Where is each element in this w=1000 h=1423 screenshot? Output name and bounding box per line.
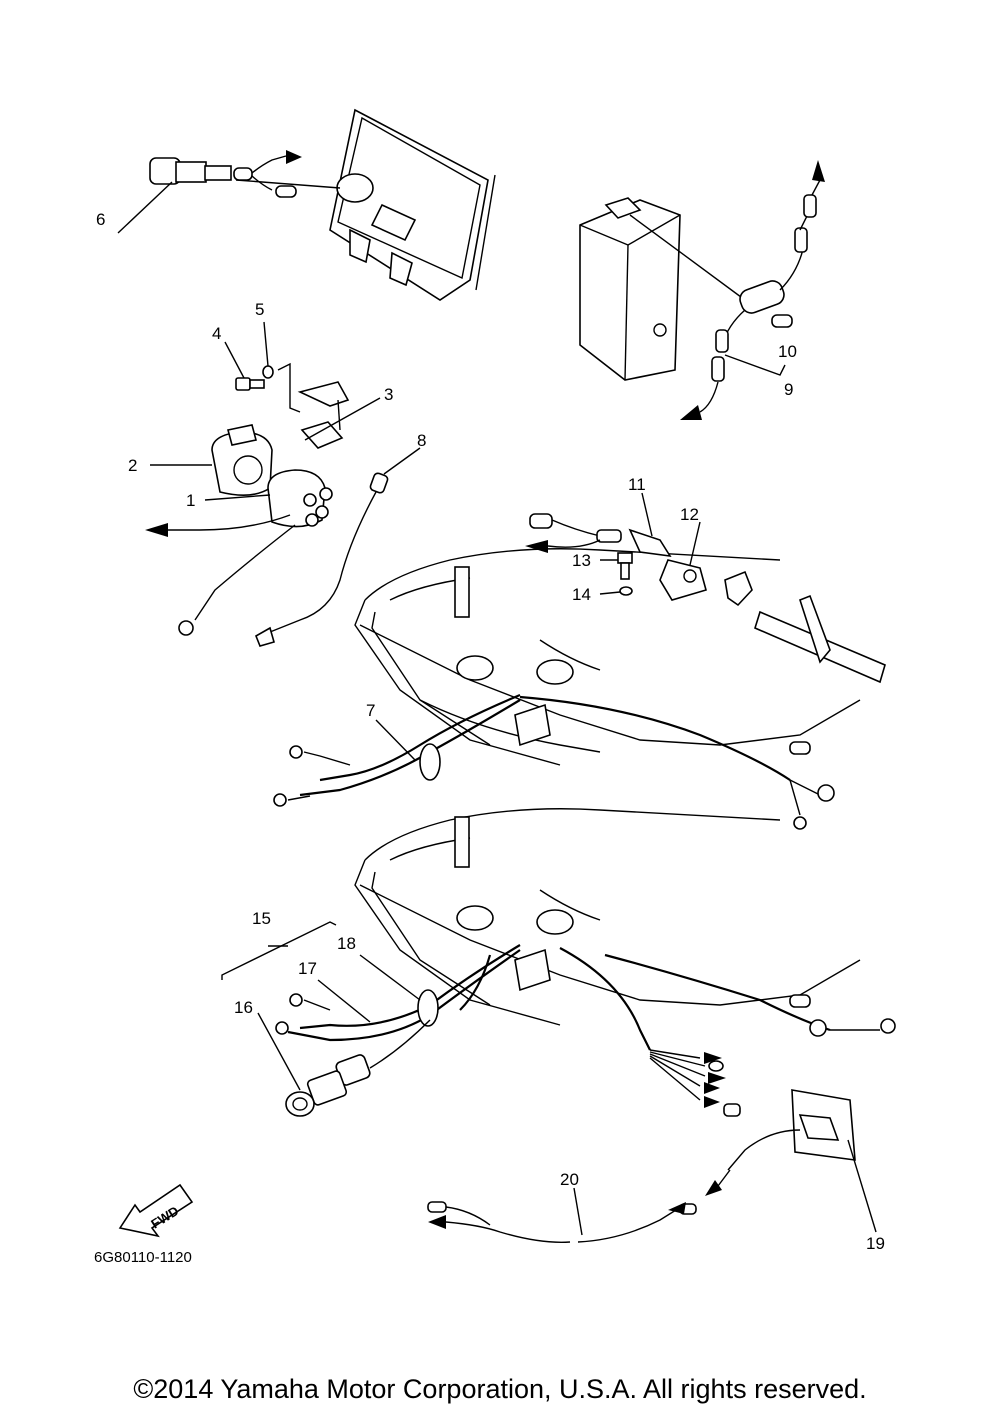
harness-right-branch bbox=[559, 947, 896, 1117]
callout-14: 14 bbox=[572, 585, 591, 604]
shift-linkage bbox=[724, 570, 886, 684]
bracket-part-12 bbox=[659, 559, 707, 601]
leader-line-14 bbox=[599, 591, 621, 595]
leader-line-19 bbox=[847, 1139, 877, 1233]
leader-line-9 bbox=[724, 354, 786, 376]
harness-part-17 bbox=[275, 944, 521, 1042]
leader-line-7 bbox=[375, 719, 416, 761]
wire-lead-part-8 bbox=[254, 472, 389, 647]
callout-15: 15 bbox=[252, 909, 271, 928]
leader-line-17 bbox=[317, 979, 371, 1023]
callout-12: 12 bbox=[680, 505, 699, 524]
callout-5: 5 bbox=[255, 300, 264, 319]
callout-3: 3 bbox=[384, 385, 393, 404]
leader-line-1 bbox=[204, 494, 271, 501]
callout-7: 7 bbox=[366, 701, 375, 720]
leader-line-5 bbox=[263, 321, 269, 367]
switch-part-16 bbox=[285, 1019, 431, 1117]
callout-4: 4 bbox=[212, 324, 221, 343]
leader-line-12 bbox=[689, 521, 701, 566]
screw-part-13 bbox=[617, 552, 633, 580]
control-unit-box bbox=[579, 197, 681, 381]
leader-line-15 bbox=[221, 921, 337, 980]
callout-20: 20 bbox=[560, 1170, 579, 1189]
switch-panel-box bbox=[329, 108, 496, 301]
leader-line-11 bbox=[641, 492, 653, 537]
callout-17: 17 bbox=[298, 959, 317, 978]
push-switch-part-6 bbox=[149, 150, 302, 198]
callout-11: 11 bbox=[628, 475, 646, 494]
callout-13: 13 bbox=[572, 551, 591, 570]
callout-19: 19 bbox=[866, 1234, 885, 1253]
leader-line-switch bbox=[235, 179, 341, 189]
callout-2: 2 bbox=[128, 456, 137, 475]
leader-line-20 bbox=[573, 1187, 583, 1236]
relay-leads bbox=[145, 514, 296, 636]
leader-line-16 bbox=[257, 1012, 301, 1091]
callout-16: 16 bbox=[234, 998, 253, 1017]
callout-18: 18 bbox=[337, 934, 356, 953]
switch-plate-part-19 bbox=[705, 1089, 856, 1196]
connector-part-10 bbox=[771, 314, 793, 328]
callout-10: 10 bbox=[778, 342, 797, 361]
lead-wire-part-9 bbox=[629, 160, 825, 420]
washer-part-14 bbox=[619, 586, 633, 596]
copyright-notice: ©2014 Yamaha Motor Corporation, U.S.A. A… bbox=[133, 1374, 867, 1404]
starter-relay-part-1 bbox=[267, 469, 333, 528]
callout-8: 8 bbox=[417, 431, 426, 450]
upper-cowling bbox=[354, 548, 861, 766]
bolt-part-4 bbox=[235, 377, 265, 391]
switch-part-11 bbox=[525, 513, 672, 558]
relay-holder-part-2 bbox=[211, 424, 273, 496]
leader-line-18 bbox=[359, 954, 421, 1001]
leader-line-8 bbox=[383, 447, 421, 475]
callout-1: 1 bbox=[186, 491, 195, 510]
callout-6: 6 bbox=[96, 210, 105, 229]
lead-wire-part-20 bbox=[427, 1201, 697, 1243]
bracket-part-3 bbox=[277, 362, 350, 449]
callout-9: 9 bbox=[784, 380, 793, 399]
diagram-code: 6G80110-1120 bbox=[94, 1249, 192, 1266]
washer-part-5 bbox=[262, 365, 274, 379]
fwd-arrow-icon: FWD bbox=[118, 1183, 194, 1238]
leader-line-3 bbox=[304, 397, 381, 441]
leader-line-6 bbox=[117, 181, 173, 234]
leader-line-4 bbox=[224, 341, 245, 379]
cable-part-7 bbox=[273, 693, 835, 830]
